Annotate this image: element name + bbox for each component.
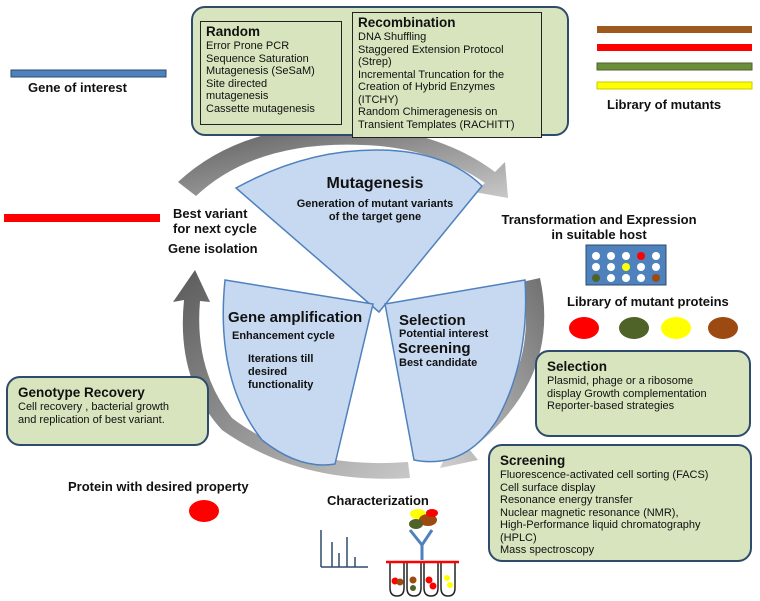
selection-box-line: Reporter-based strategies — [547, 400, 675, 412]
recombination-method: Random Chimeragenesis on — [358, 106, 498, 118]
selection-sector-title: Selection — [399, 312, 466, 329]
library-of-proteins-label: Library of mutant proteins — [567, 294, 729, 309]
best-variant-label-line2: for next cycle — [173, 221, 257, 236]
mutagenesis-subtitle-line1: Generation of mutant variants — [296, 198, 454, 210]
recombination-method: Incremental Truncation for the — [358, 68, 505, 81]
recombination-method: (ITCHY) — [358, 93, 399, 106]
mutant-bar-3 — [596, 62, 753, 71]
protein-desired-label: Protein with desired property — [68, 479, 249, 494]
desired-protein-dot — [189, 500, 219, 522]
mutagenesis-subtitle-line2: of the target gene — [328, 211, 422, 223]
recombination-title: Recombination — [358, 15, 456, 30]
gene-of-interest-label: Gene of interest — [28, 80, 127, 95]
screening-box-line: Nuclear magnetic resonance (NMR), — [500, 506, 679, 519]
sector-gene-amplification — [222, 279, 374, 466]
amplification-line1: Enhancement cycle — [232, 330, 335, 342]
well-plate-icon — [585, 244, 667, 286]
protein-dot-brown — [708, 317, 738, 339]
screening-sector-line1: Best candidate — [399, 357, 478, 369]
best-variant-label-line1: Best variant — [173, 206, 248, 221]
screening-box-line: (HPLC) — [500, 531, 537, 544]
mutant-bar-2 — [597, 44, 752, 51]
mutant-bar-1 — [597, 26, 752, 33]
transformation-label-line1: Transformation and Expression — [501, 212, 697, 227]
recombination-method: DNA Shuffling — [358, 31, 427, 43]
random-method: Error Prone PCR — [206, 40, 290, 52]
random-method: Cassette mutagenesis — [206, 102, 315, 115]
genotype-title: Genotype Recovery — [18, 385, 145, 400]
recombination-methods-box: Recombination DNA Shuffling Staggered Ex… — [352, 12, 542, 138]
random-method: Sequence Saturation — [206, 52, 309, 65]
recombination-method: Creation of Hybrid Enzymes — [358, 81, 495, 93]
sector-selection — [384, 279, 527, 463]
mutant-bar-4 — [596, 81, 753, 90]
recombination-method: Transient Templates (RACHITT) — [358, 118, 515, 131]
gene-amplification-title: Gene amplification — [228, 309, 363, 326]
random-method: Mutagenesis (SeSaM) — [206, 65, 315, 77]
protein-dot-green — [619, 317, 649, 339]
cycle-arrow-bottom — [173, 270, 410, 479]
best-variant-bar — [4, 214, 160, 222]
selection-sector-line1: Potential interest — [399, 328, 489, 340]
spectrum-icon — [320, 530, 368, 568]
amplification-line4: functionality — [248, 379, 314, 391]
recombination-method: (Strep) — [358, 56, 392, 68]
selection-box-title: Selection — [547, 359, 608, 374]
cycle-arrow-top — [178, 125, 508, 198]
screening-box-line: Fluorescence-activated cell sorting (FAC… — [500, 469, 709, 481]
sorting-droplets-icon — [408, 509, 438, 560]
genotype-line: and replication of best variant. — [18, 413, 165, 426]
gene-isolation-label: Gene isolation — [168, 241, 258, 256]
tube-contents — [391, 575, 453, 591]
mutagenesis-methods-panel: Random Error Prone PCR Sequence Saturati… — [191, 6, 569, 138]
screening-box-line: Mass spectroscopy — [500, 544, 595, 556]
gene-of-interest-bar — [10, 69, 167, 78]
selection-box-line: display Growth complementation — [547, 387, 707, 400]
selection-box-line: Plasmid, phage or a ribosome — [547, 375, 694, 387]
random-method: Site directed — [206, 77, 268, 90]
amplification-line3: desired — [248, 366, 288, 378]
screening-box-line: High-Performance liquid chromatography — [500, 519, 701, 531]
random-methods-box: Random Error Prone PCR Sequence Saturati… — [200, 21, 342, 125]
selection-info-box: Selection Plasmid, phage or a ribosome d… — [535, 350, 751, 437]
screening-box-title: Screening — [500, 453, 566, 468]
recombination-method: Staggered Extension Protocol — [358, 43, 504, 56]
genotype-line: Cell recovery , bacterial growth — [18, 401, 170, 413]
amplification-line2: Iterations till — [248, 353, 314, 365]
screening-sector-title: Screening — [398, 340, 471, 357]
random-method: mutagenesis — [206, 90, 269, 102]
random-title: Random — [206, 24, 260, 39]
protein-dot-yellow — [661, 317, 691, 339]
library-of-mutants-label: Library of mutants — [607, 97, 722, 112]
screening-box-line: Resonance energy transfer — [500, 494, 633, 506]
genotype-recovery-box: Genotype Recovery Cell recovery , bacter… — [6, 376, 209, 446]
characterization-label: Characterization — [327, 493, 429, 508]
protein-dot-red — [569, 317, 599, 339]
transformation-label-line2: in suitable host — [551, 227, 647, 242]
screening-box-line: Cell surface display — [500, 481, 596, 494]
mutagenesis-title: Mutagenesis — [326, 175, 424, 192]
screening-info-box: Screening Fluorescence-activated cell so… — [488, 444, 752, 562]
sector-mutagenesis — [234, 149, 484, 314]
